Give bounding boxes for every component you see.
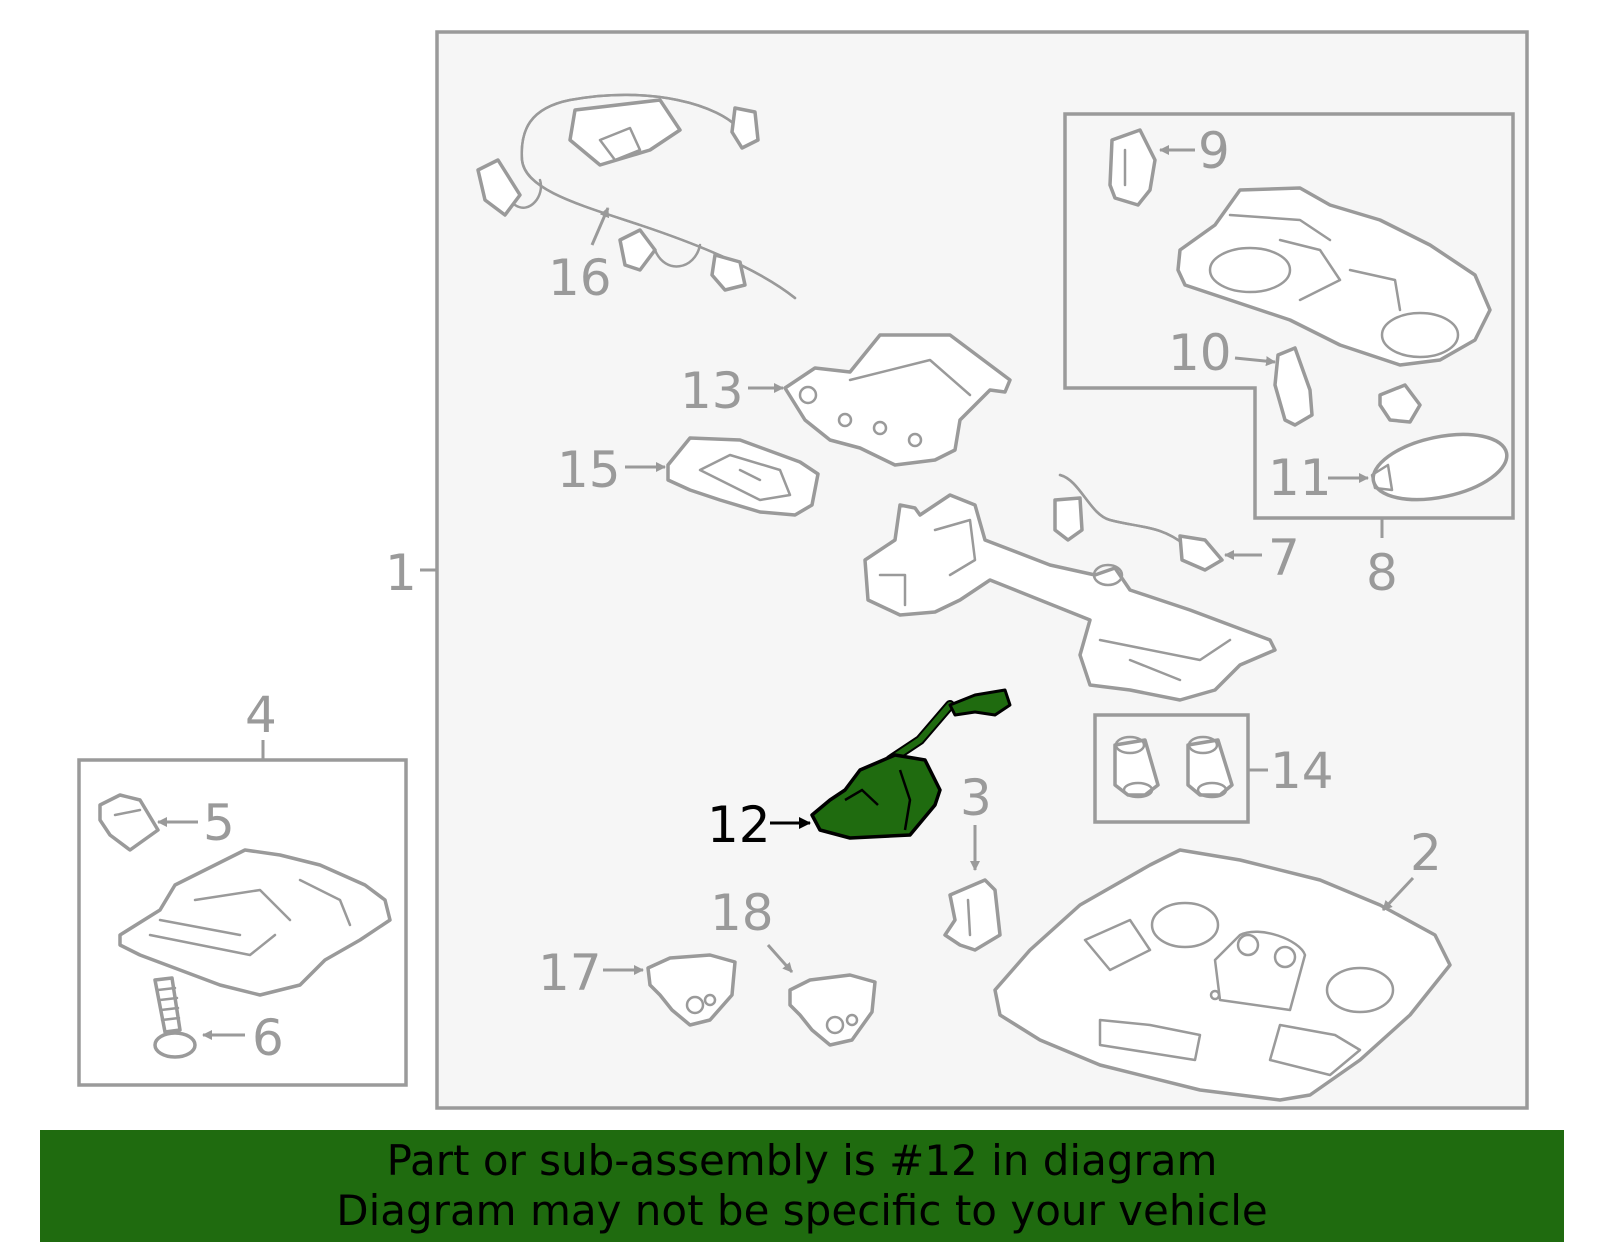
callout-18: 18 [710,884,774,942]
callout-1: 1 [385,544,417,602]
part-11-lens [1370,432,1509,502]
callout-5: 5 [203,794,235,852]
part-4-lamp-housing [118,848,392,997]
callout-17: 17 [538,944,602,1002]
part-15-bracket [666,436,820,517]
part-3-clip [943,878,1002,952]
callout-15: 15 [557,441,621,499]
callout-10: 10 [1168,324,1232,382]
part-7-wire-connector [1053,473,1224,572]
part-13-bracket [783,333,1012,467]
callout-14: 14 [1270,742,1334,800]
part-12-highlighted-wire-assembly [810,688,1012,840]
callout-7: 7 [1268,529,1300,587]
leader-16 [590,207,610,246]
banner-line-2: Diagram may not be specific to your vehi… [336,1186,1268,1235]
part-18-bracket [788,973,877,1047]
callout-3: 3 [960,769,992,827]
info-banner: Part or sub-assembly is #12 in diagram D… [40,1130,1564,1242]
banner-line-1: Part or sub-assembly is #12 in diagram [386,1136,1218,1185]
part-8-small-clip [1378,383,1422,424]
part-8-console-housing [1176,186,1492,367]
callout-16: 16 [548,249,612,307]
part-main-support-bracket [863,493,1277,702]
part-6-screw [153,976,197,1059]
part-2-overhead-console [993,848,1452,1102]
leader-18 [766,944,794,973]
part-14-bulbs [1113,735,1234,799]
part-9-clip [1108,128,1157,207]
callout-11: 11 [1268,449,1332,507]
subassembly-frame-8 [1063,112,1515,520]
callout-4: 4 [245,686,277,744]
part-10-clip [1273,346,1314,427]
callout-6: 6 [252,1009,284,1067]
callout-9: 9 [1198,122,1230,180]
leader-2 [1381,876,1415,912]
leader-10 [1234,356,1276,367]
part-5-clip [98,793,160,852]
callout-2: 2 [1410,824,1442,882]
callout-13: 13 [680,362,744,420]
callout-12: 12 [707,796,771,854]
part-17-bracket [646,953,737,1027]
info-banner-background [40,1130,1564,1242]
callout-8: 8 [1366,544,1398,602]
subassembly-frame-4 [77,758,408,1087]
part-16-wiring-harness [476,93,797,300]
